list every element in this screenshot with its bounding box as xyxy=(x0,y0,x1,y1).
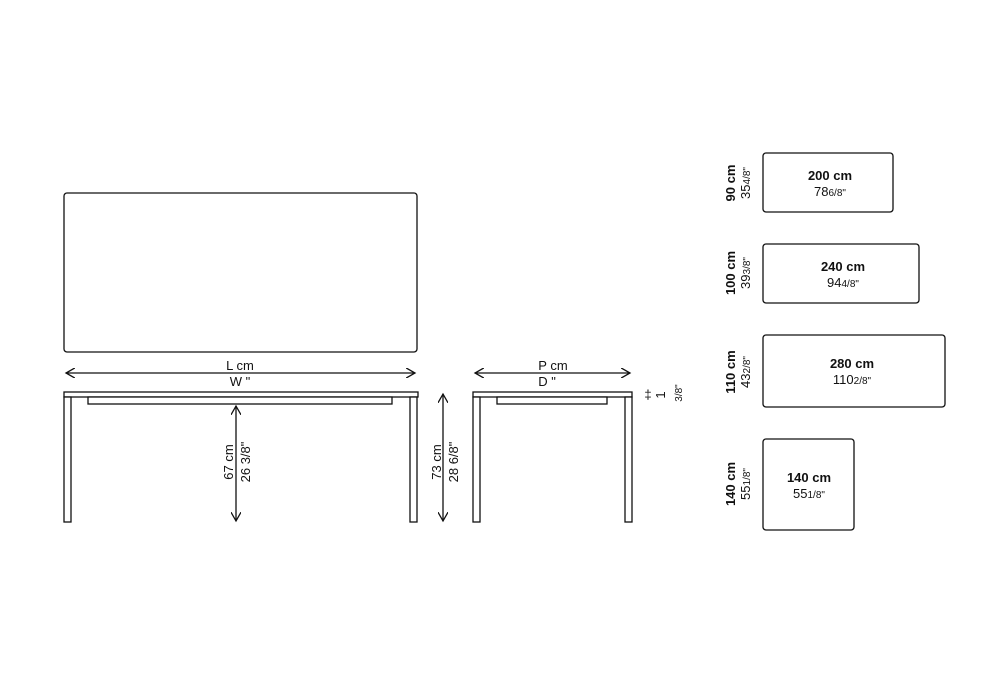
size-length-cm: 140 cm xyxy=(787,470,831,485)
size-depth-cm: 140 cm xyxy=(723,462,738,506)
height-label-cm: 73 cm xyxy=(429,444,444,479)
size-length-in: 786/8" xyxy=(814,184,846,199)
top-thickness-whole: 1 xyxy=(653,391,668,398)
size-option: 110 cm 432/8" 280 cm 1102/8" xyxy=(723,334,946,408)
size-depth-cm: 100 cm xyxy=(723,251,738,295)
length-label-cm: L cm xyxy=(226,358,254,373)
size-shape xyxy=(762,438,855,531)
size-depth-cm: 110 cm xyxy=(723,350,738,393)
size-length-cm: 200 cm xyxy=(808,168,852,183)
length-label-in: W " xyxy=(230,374,251,389)
clearance-label-in: 26 3/8" xyxy=(238,441,253,482)
height-label-in: 28 6/8" xyxy=(446,441,461,482)
size-shape xyxy=(762,334,946,408)
size-shape xyxy=(762,243,920,304)
size-depth-in: 354/8" xyxy=(738,167,753,199)
size-depth-cm: 90 cm xyxy=(723,165,738,202)
size-depth-in: 393/8" xyxy=(738,257,753,289)
size-option: 90 cm 354/8" 200 cm 786/8" xyxy=(723,152,894,213)
top-thickness-frac: 3/8" xyxy=(674,384,685,402)
size-length-in: 551/8" xyxy=(793,486,825,501)
size-option: 140 cm 551/8" 140 cm 551/8" xyxy=(723,438,855,531)
size-length-in: 1102/8" xyxy=(833,372,872,387)
size-length-cm: 240 cm xyxy=(821,259,865,274)
depth-label-in: D " xyxy=(538,374,556,389)
size-depth-in: 432/8" xyxy=(738,356,753,388)
size-length-in: 944/8" xyxy=(827,275,859,290)
size-depth-in: 551/8" xyxy=(738,468,753,500)
size-option: 100 cm 393/8" 240 cm 944/8" xyxy=(723,243,920,304)
size-shape xyxy=(762,152,894,213)
depth-label-cm: P cm xyxy=(538,358,567,373)
top-thickness-symbol: ‡ xyxy=(644,387,651,402)
table-side-view xyxy=(472,391,633,523)
size-length-cm: 280 cm xyxy=(830,356,874,371)
table-front-view xyxy=(63,391,419,523)
clearance-label-cm: 67 cm xyxy=(221,444,236,479)
table-top-view xyxy=(63,192,418,353)
